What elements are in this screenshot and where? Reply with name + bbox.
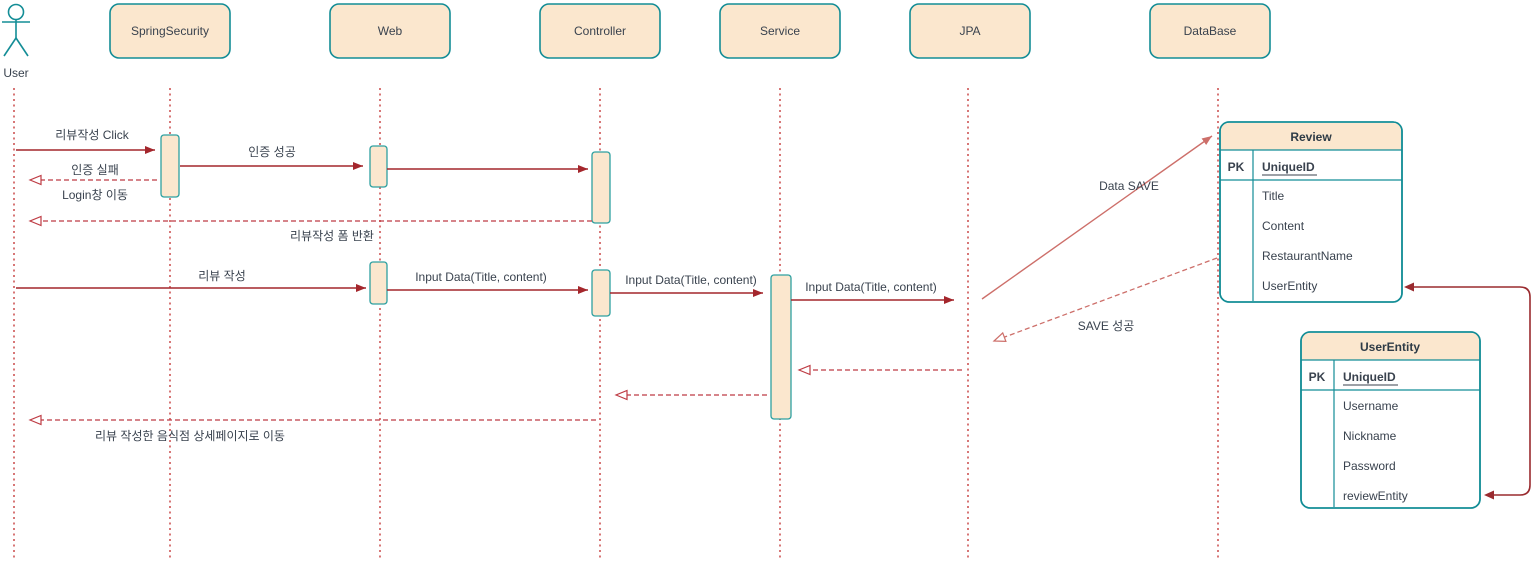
pk-field: UniqueID (1343, 370, 1396, 384)
message-auth-success: 인증 성공 (180, 145, 363, 170)
field-username: Username (1343, 399, 1399, 413)
message-save-success: SAVE 성공 (992, 257, 1218, 343)
activation-web-2 (369, 261, 388, 305)
message-input-data-1: Input Data(Title, content) (387, 270, 588, 294)
table-title: Review (1290, 130, 1332, 144)
actor-head-icon (7, 3, 25, 21)
table-review: Review PK UniqueID Title Content Restaur… (1219, 121, 1403, 303)
message-label: 리뷰작성 폼 반환 (290, 229, 374, 243)
message-label: Input Data(Title, content) (805, 280, 937, 294)
relation-arrowhead-userentity (1484, 490, 1494, 500)
table-title: UserEntity (1360, 340, 1420, 354)
pk-field: UniqueID (1262, 160, 1315, 174)
participant-springsecurity: SpringSecurity (109, 3, 231, 59)
relation-review-userentity (1404, 282, 1531, 500)
message-input-data-3: Input Data(Title, content) (791, 280, 954, 304)
table-user-entity: UserEntity PK UniqueID Username Nickname… (1300, 331, 1481, 509)
message-label: 리뷰 작성 (198, 269, 246, 283)
participant-service: Service (719, 3, 841, 59)
message-label-login-move: Login창 이동 (62, 188, 128, 202)
pk-label: PK (1228, 160, 1245, 174)
message-label: 리뷰작성 Click (55, 128, 129, 142)
actor-label: User (3, 66, 28, 80)
field-restaurantname: RestaurantName (1262, 249, 1353, 263)
participant-label: Service (760, 24, 800, 38)
message-review-write: 리뷰 작성 (16, 269, 366, 292)
activation-service (770, 274, 792, 420)
participant-label: DataBase (1184, 24, 1237, 38)
activation-springsecurity (160, 134, 180, 198)
message-input-data-2: Input Data(Title, content) (610, 273, 763, 297)
message-data-save: Data SAVE (981, 135, 1213, 300)
message-label: Input Data(Title, content) (415, 270, 547, 284)
field-reviewentity: reviewEntity (1343, 489, 1408, 503)
message-label: Input Data(Title, content) (625, 273, 757, 287)
message-label: Data SAVE (1099, 179, 1159, 193)
actor-leg-left-icon (3, 37, 17, 57)
message-form-return: 리뷰작성 폼 반환 (28, 215, 592, 243)
field-title: Title (1262, 189, 1285, 203)
field-userentity: UserEntity (1262, 279, 1317, 293)
participant-label: JPA (959, 24, 980, 38)
participant-label: SpringSecurity (131, 24, 209, 38)
field-password: Password (1343, 459, 1396, 473)
table-header-bg (1221, 123, 1401, 150)
participant-label: Controller (574, 24, 626, 38)
table-header-bg (1302, 333, 1479, 360)
message-label: 리뷰 작성한 음식점 상세페이지로 이동 (95, 429, 285, 443)
actor-leg-right-icon (15, 37, 29, 57)
activation-controller-1 (591, 151, 611, 224)
actor-user: User (2, 3, 30, 80)
field-nickname: Nickname (1343, 429, 1397, 443)
message-label: 인증 실패 (71, 163, 119, 177)
message-review-click: 리뷰작성 Click (16, 128, 155, 154)
participant-jpa: JPA (909, 3, 1031, 59)
message-auth-fail: 인증 실패 Login창 이동 (28, 163, 157, 202)
participant-web: Web (329, 3, 451, 59)
activation-web-1 (369, 145, 388, 188)
message-detail-page-move: 리뷰 작성한 음식점 상세페이지로 이동 (28, 414, 596, 443)
message-label: SAVE 성공 (1078, 319, 1135, 333)
activation-controller-2 (591, 269, 611, 317)
message-label: 인증 성공 (248, 145, 296, 159)
participant-label: Web (378, 24, 403, 38)
participant-controller: Controller (539, 3, 661, 59)
relation-arrowhead-review (1404, 282, 1414, 292)
field-content: Content (1262, 219, 1305, 233)
pk-label: PK (1309, 370, 1326, 384)
participant-database: DataBase (1149, 3, 1271, 59)
